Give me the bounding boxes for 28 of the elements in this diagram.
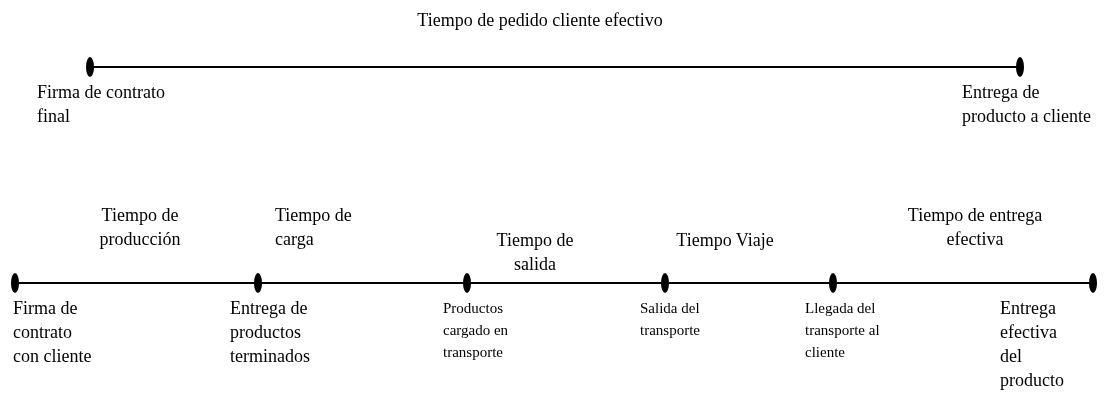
edge-label: Tiempo de producción [98, 204, 182, 251]
milestone-label: Entrega de producto a cliente [962, 81, 1092, 128]
edge-label: Tiempo de salida [495, 229, 575, 276]
timeline-segment [470, 282, 662, 284]
milestone-label: Salida del transporte [640, 299, 701, 340]
milestone-label: Llegada del transporte al cliente [805, 299, 881, 362]
timeline-dot [463, 273, 471, 293]
edge-label: Tiempo de pedido cliente efectivo [416, 9, 664, 32]
timeline-segment [18, 282, 255, 284]
milestone-label: Productos cargado en transporte [443, 299, 510, 362]
timeline-segment [668, 282, 830, 284]
timeline-dot [661, 273, 669, 293]
milestone-label: Entrega efectiva del producto [1000, 297, 1065, 392]
milestone-label: Entrega de productos terminados [230, 297, 311, 368]
timeline-segment [93, 66, 1017, 68]
edge-label: Tiempo de carga [275, 204, 353, 251]
timeline-dot [254, 273, 262, 293]
edge-label: Tiempo Viaje [675, 229, 775, 252]
timeline-dot [11, 273, 19, 293]
timeline-segment [261, 282, 464, 284]
timeline-dot [86, 57, 94, 77]
edge-label: Tiempo de entrega efectiva [906, 204, 1044, 251]
timeline-dot [829, 273, 837, 293]
milestone-label: Firma de contrato final [37, 81, 166, 128]
timeline-dot [1016, 57, 1024, 77]
timeline-dot [1089, 273, 1097, 293]
timeline-segment [836, 282, 1090, 284]
milestone-label: Firma de contrato con cliente [13, 297, 93, 368]
